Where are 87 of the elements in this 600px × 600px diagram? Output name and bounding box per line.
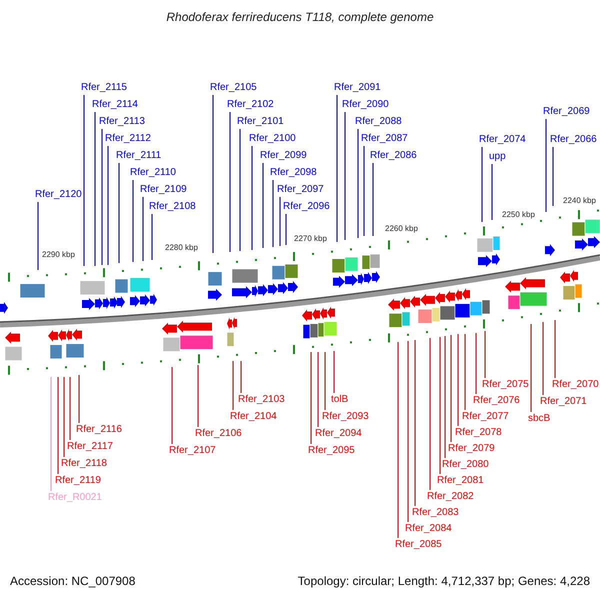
gene-label: Rfer_2083 [412, 507, 459, 519]
leader-line [118, 162, 120, 264]
gene-label: Rfer_2112 [105, 133, 151, 145]
gene-label: Rfer_2081 [437, 475, 484, 487]
leader-line [78, 374, 80, 424]
gene-label: Rfer_2107 [169, 445, 216, 457]
gene-label: Rfer_2103 [238, 394, 285, 406]
gene-label: sbcB [528, 413, 550, 425]
gene-label: Rfer_2071 [540, 396, 587, 408]
scale-label: 2250 kbp [502, 210, 535, 220]
leader-line [262, 162, 264, 248]
gene-label: Rfer_2080 [442, 459, 489, 471]
gene-label: Rfer_2098 [270, 167, 317, 179]
gene-label: upp [489, 151, 506, 163]
leader-line [464, 334, 466, 410]
gene-label: Rfer_2116 [76, 424, 122, 436]
leader-line [232, 360, 234, 410]
gene-label: Rfer_2120 [35, 189, 82, 201]
scale-label: 2240 kbp [563, 196, 596, 206]
gene-label: Rfer_2069 [543, 106, 590, 118]
leader-line [142, 196, 144, 262]
leader-line [344, 112, 346, 240]
gene-label: Rfer_2082 [427, 491, 474, 503]
scale-label: 2290 kbp [42, 250, 75, 260]
leader-line [324, 352, 326, 410]
gene-label: Rfer_2114 [92, 99, 138, 111]
gene-label: Rfer_2110 [130, 167, 176, 179]
leader-line [554, 320, 556, 378]
gene-label: Rfer_2117 [67, 441, 113, 453]
leader-line [444, 336, 446, 458]
gene-label: Rfer_2108 [149, 201, 196, 213]
gene-label: Rfer_2070 [552, 379, 599, 391]
gene-label: Rfer_2106 [195, 428, 242, 440]
leader-line [372, 162, 374, 236]
gene-label: Rfer_2078 [455, 427, 502, 439]
gene-label: Rfer_2075 [482, 379, 529, 391]
gene-label: Rfer_2104 [230, 411, 277, 423]
gene-label: Rfer_2077 [462, 411, 509, 423]
leader-line [94, 112, 96, 266]
gene-label: Rfer_2099 [260, 150, 307, 162]
gene-label: Rfer_2091 [334, 82, 381, 94]
gene-label: Rfer_2109 [140, 184, 187, 196]
gene-label: Rfer_2066 [550, 134, 597, 146]
leader-line [50, 376, 52, 492]
gene-label: Rfer_2094 [315, 428, 362, 440]
scale-label: 2280 kbp [165, 243, 198, 253]
leader-line [484, 330, 486, 378]
gene-label: tolB [331, 394, 348, 406]
gene-label: Rfer_2111 [116, 150, 162, 162]
gene-label: Rfer_2093 [322, 411, 369, 423]
scale-label: 2270 kbp [294, 234, 327, 244]
gene-label: Rfer_R0021 [48, 492, 102, 504]
gene-label: Rfer_2074 [479, 134, 526, 146]
gene-label: Rfer_2101 [237, 116, 284, 128]
leader-line [450, 334, 452, 442]
gene-label: Rfer_2115 [81, 82, 127, 94]
gene-label: Rfer_2090 [342, 99, 389, 111]
leader-line [212, 94, 214, 254]
scale-label: 2260 kbp [385, 224, 418, 234]
title: Rhodoferax ferrireducens T118, complete genome [166, 10, 434, 24]
genome-summary-text: Topology: circular; Length: 4,712,337 bp; Genes: 4,228 [298, 574, 590, 588]
gene-label: Rfer_2088 [355, 116, 402, 128]
accession-text: Accession: NC_007908 [10, 574, 136, 588]
leader-line [552, 146, 554, 206]
gene-label: Rfer_2076 [473, 395, 520, 407]
gene-label: Rfer_2119 [55, 475, 101, 487]
leader-line [336, 94, 338, 242]
gene-label: Rfer_2100 [249, 133, 296, 145]
gene-label: Rfer_2084 [405, 523, 452, 535]
gene-label: Rfer_2096 [283, 201, 330, 213]
leader-line [530, 324, 532, 412]
leader-line [132, 180, 134, 262]
leader-line [240, 360, 242, 394]
gene-label: Rfer_2118 [61, 458, 107, 470]
gene-label: Rfer_2113 [99, 116, 145, 128]
leader-line [414, 340, 416, 506]
gene-label: Rfer_2097 [277, 184, 324, 196]
leader-line [272, 180, 274, 248]
gene-label: Rfer_2087 [361, 133, 408, 145]
gene-label: Rfer_2105 [210, 82, 257, 94]
leader-line [310, 352, 312, 444]
gene-label: Rfer_2095 [308, 445, 355, 457]
gene-label: Rfer_2085 [395, 539, 442, 551]
gene-label: Rfer_2102 [227, 99, 274, 111]
leader-line [542, 322, 544, 396]
gene-label: Rfer_2086 [370, 150, 417, 162]
gene-label: Rfer_2079 [448, 443, 495, 455]
